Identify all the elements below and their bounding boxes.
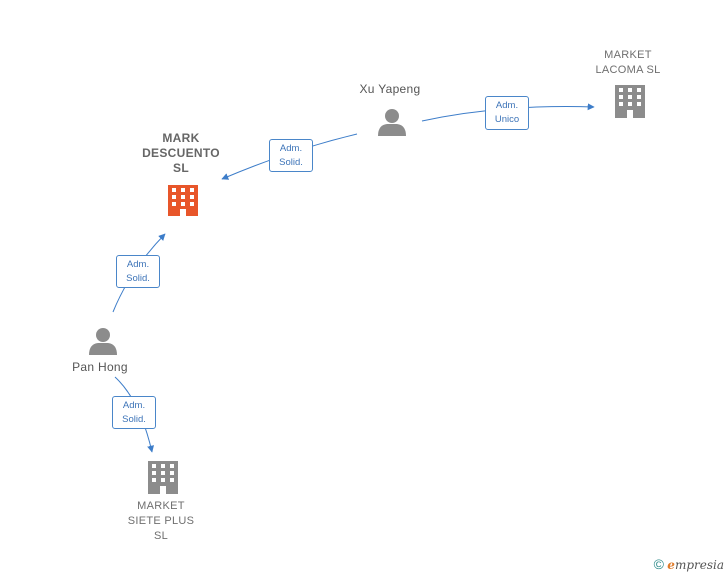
person-icon[interactable] <box>89 328 117 355</box>
copyright-footer: © empresia <box>654 556 724 572</box>
person-icon[interactable] <box>378 109 406 136</box>
edge-role-line2: Solid. <box>126 273 150 284</box>
edge-role-line1: Adm. <box>122 400 146 411</box>
building-icon[interactable] <box>615 85 645 118</box>
edge-role-line2: Unico <box>494 114 520 125</box>
brand-name: mpresia <box>674 558 724 572</box>
company-label-mark-descuento[interactable]: MARK DESCUENTO SL <box>142 131 220 175</box>
edge-role-line2: Solid. <box>122 414 146 425</box>
edge-badge-pan-to-mark[interactable]: Adm. Solid. <box>116 255 160 288</box>
edge-role-line1: Adm. <box>495 100 519 111</box>
building-icon[interactable] <box>168 185 198 216</box>
person-label-xu-yapeng[interactable]: Xu Yapeng <box>359 82 421 96</box>
person-label-pan-hong[interactable]: Pan Hong <box>72 360 128 374</box>
edge-role-line1: Adm. <box>279 143 303 154</box>
edge-badge-xu-to-lacoma[interactable]: Adm. Unico <box>485 96 529 130</box>
edge-role-line1: Adm. <box>126 259 150 270</box>
edge-badge-pan-to-siete[interactable]: Adm. Solid. <box>112 396 156 429</box>
copyright-symbol: © <box>653 556 664 572</box>
edge-badge-xu-to-mark[interactable]: Adm. Solid. <box>269 139 313 172</box>
company-label-market-lacoma[interactable]: MARKET LACOMA SL <box>595 49 661 76</box>
company-label-market-siete-plus[interactable]: MARKET SIETE PLUS SL <box>127 500 195 542</box>
brand-initial: e <box>667 558 675 572</box>
building-icon[interactable] <box>148 461 178 494</box>
brand-logo: empresia <box>667 558 724 572</box>
edge-role-line2: Solid. <box>279 157 303 168</box>
